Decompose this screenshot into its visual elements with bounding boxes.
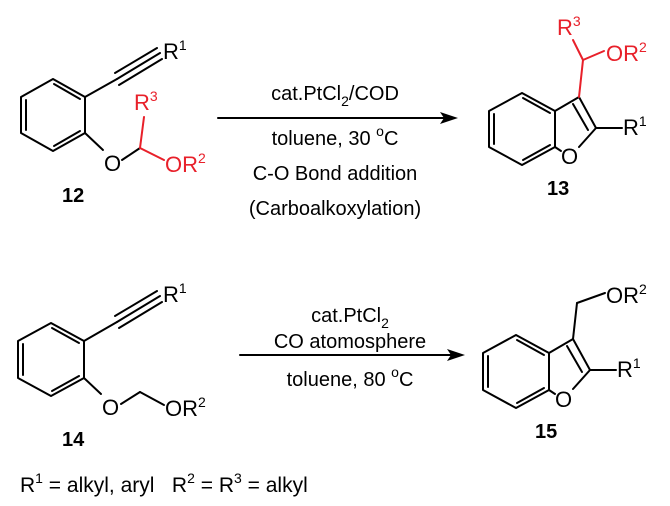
benzene-ring-12 [20,78,86,152]
alkyne-bond [83,321,118,342]
alkyne-bond [114,290,158,317]
aromatic-double-bond [522,97,551,114]
r3-label: R3 [557,13,581,40]
compound-14: R1 O OR2 14 [17,280,206,451]
alkyne-bond [118,58,163,86]
condition-atmosphere-2: CO atomosphere [274,331,426,353]
furan-bond [578,96,597,129]
c-ch-bond [578,59,584,98]
aromatic-double-bond [51,327,80,344]
furan-bond [578,127,597,148]
compound-number-12: 12 [62,185,84,207]
or2-label: OR2 [606,39,647,66]
alkyne-bond [84,78,118,98]
aromatic-double-bond [516,387,545,404]
furan-bond [572,369,591,390]
compound-15: O R1 OR2 15 [482,281,647,443]
or2-bond [582,50,605,61]
compound-number-13: 13 [547,178,569,200]
ether-oxygen: O [104,151,121,176]
benzene-ring-15 [482,334,550,409]
or2-label: OR2 [165,150,206,177]
alkyne-bond [118,301,163,329]
ch2-o-bond [139,391,165,406]
r3-label: R3 [134,88,158,115]
furan-bond [548,389,556,395]
r1-label: R1 [163,37,187,64]
r1-label: R1 [623,113,647,140]
ether-oxygen: O [102,395,119,420]
furan-bond [554,146,562,152]
or2-bond [139,147,165,161]
aromatic-double-bond [522,144,551,161]
r1-label: R1 [163,280,187,307]
compound-12: R1 O R3 OR2 12 [20,37,206,207]
reaction-arrow-2: cat.PtCl2 CO atomosphere toluene, 80 oC [239,305,465,391]
o-ch-bond [121,147,141,161]
c-ch2-bond [572,302,578,340]
condition-catalyst-2: cat.PtCl2 [311,305,389,331]
r1-label: R1 [617,355,641,382]
aromatic-double-bond [51,375,80,392]
arrow-head [440,112,458,124]
condition-solvent-2: toluene, 80 oC [287,364,414,391]
alkyne-bond [116,295,161,323]
substituent-definitions: R1 = alkyl, aryl R2 = R3 = alkyl [20,470,308,497]
furan-double-bond [572,103,589,131]
furan-bond [548,338,574,354]
compound-13: O R1 R3 OR2 13 [488,13,647,200]
compound-number-15: 15 [535,421,557,443]
reaction-arrow-1: cat.PtCl2/COD toluene, 30 oC C-O Bond ad… [217,83,458,220]
benzene-ring-13 [488,92,556,166]
aromatic-double-bond [516,339,545,356]
condition-solvent-1: toluene, 30 oC [272,123,399,150]
furan-oxygen: O [555,387,572,412]
ch2-o-bond [576,292,606,304]
condition-name-1: (Carboalkoxylation) [249,198,421,220]
aromatic-double-bond [53,83,81,100]
r3-bond [572,39,584,61]
furan-double-bond [566,345,583,373]
furan-oxygen: O [561,144,578,169]
aryl-o-bond [83,377,102,395]
condition-catalyst-1: cat.PtCl2/COD [271,83,399,109]
arrow-head [447,349,465,361]
alkyne-bond [114,47,158,74]
aromatic-double-bond [53,130,81,147]
furan-bond [554,96,580,112]
or2-label: OR2 [165,394,206,421]
benzene-ring-14 [17,322,85,397]
or2-label: OR2 [606,281,647,308]
furan-bond [572,338,591,371]
o-ch2-bond [120,391,141,405]
r3-bond [139,116,145,149]
aryl-o-bond [84,132,104,151]
condition-type-1: C-O Bond addition [253,163,418,185]
compound-number-14: 14 [62,429,85,451]
alkyne-bond [116,52,161,80]
